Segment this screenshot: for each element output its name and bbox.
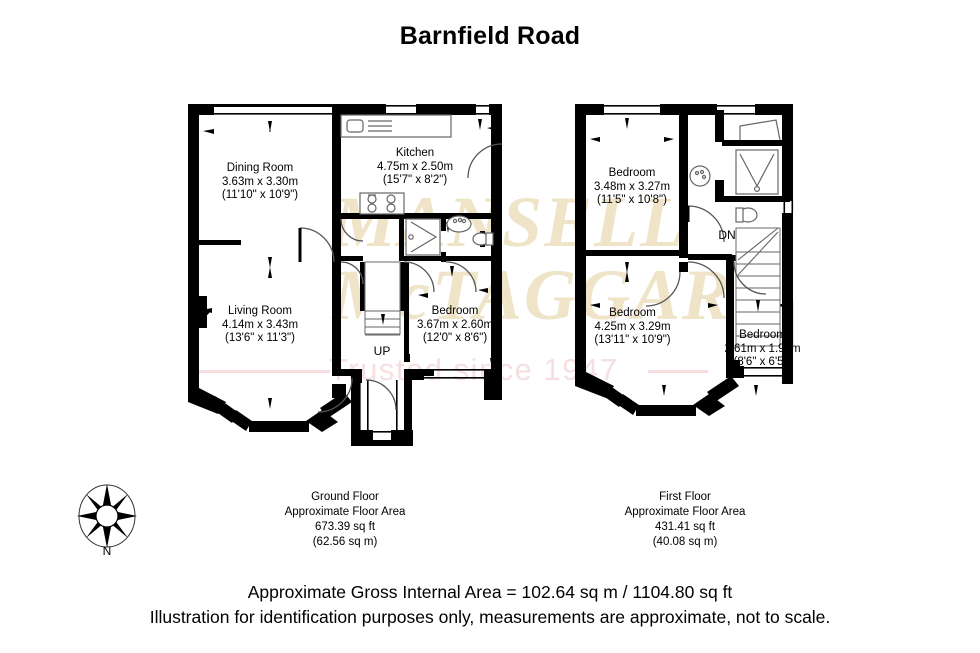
room-metric: 3.48m x 3.27m: [593, 180, 671, 193]
first-floor-area-caption: Approximate Floor Area: [624, 506, 746, 518]
room-imperial: (11'10" x 10'9"): [221, 189, 299, 201]
ground-floor-geometry: [188, 104, 503, 446]
room-metric: 2.61m x 1.96m: [724, 342, 801, 355]
room-imperial: (8'6" x 6'5"): [733, 356, 792, 368]
compass-north-label: N: [102, 544, 112, 558]
ground-floor-area-caption: Approximate Floor Area: [284, 506, 406, 518]
room-metric: 3.63m x 3.30m: [221, 175, 299, 188]
room-label-bedroom-3: Bedroom 2.61m x 1.96m (8'6" x 6'5"): [695, 329, 830, 370]
room-metric: 4.25m x 3.29m: [594, 320, 671, 333]
first-floor-summary: First Floor Approximate Floor Area 431.4…: [585, 490, 785, 550]
room-imperial: (13'11" x 10'9"): [594, 334, 671, 346]
room-name: Bedroom: [431, 305, 479, 317]
room-label-kitchen: Kitchen 4.75m x 2.50m (15'7" x 8'2"): [330, 147, 500, 188]
first-floor-name: First Floor: [659, 491, 711, 503]
ground-floor-plan: Dining Room 3.63m x 3.30m (11'10" x 10'9…: [0, 0, 560, 470]
room-name: Bedroom: [608, 167, 656, 179]
room-name: Dining Room: [226, 162, 294, 174]
ground-floor-name: Ground Floor: [311, 491, 379, 503]
room-imperial: (12'0" x 8'6"): [422, 332, 488, 344]
ground-floor-summary: Ground Floor Approximate Floor Area 673.…: [245, 490, 445, 550]
room-metric: 4.14m x 3.43m: [221, 318, 299, 331]
room-imperial: (13'6" x 11'3"): [225, 332, 295, 344]
ground-floor-area-sqm: (62.56 sq m): [312, 536, 378, 548]
room-imperial: (11'5" x 10'8"): [597, 194, 667, 206]
first-floor-area-sqm: (40.08 sq m): [652, 536, 718, 548]
room-label-living-room: Living Room 4.14m x 3.43m (13'6" x 11'3"…: [175, 305, 345, 346]
room-name: Living Room: [228, 305, 292, 317]
room-metric: 4.75m x 2.50m: [376, 160, 454, 173]
ground-floor-area-sqft: 673.39 sq ft: [314, 521, 376, 533]
first-floor-geometry: [575, 104, 794, 416]
first-floor-plan: Bedroom 3.48m x 3.27m (11'5" x 10'8") Be…: [540, 0, 980, 470]
stair-direction-label-up: UP: [373, 344, 391, 358]
stair-direction-label-dn: DN: [718, 228, 736, 242]
room-label-bedroom-2: Bedroom 4.25m x 3.29m (13'11" x 10'9"): [560, 307, 705, 348]
room-name: Kitchen: [395, 147, 435, 159]
room-imperial: (15'7" x 8'2"): [382, 174, 448, 186]
room-metric: 3.67m x 2.60m: [416, 318, 494, 331]
room-name: Bedroom: [739, 329, 786, 341]
footer-text: Approximate Gross Internal Area = 102.64…: [0, 580, 980, 630]
room-label-ground-bedroom: Bedroom 3.67m x 2.60m (12'0" x 8'6"): [375, 305, 535, 346]
room-label-dining-room: Dining Room 3.63m x 3.30m (11'10" x 10'9…: [175, 162, 345, 203]
room-name: Bedroom: [609, 307, 656, 319]
compass-rose-icon: [77, 484, 137, 548]
disclaimer: Illustration for identification purposes…: [149, 607, 831, 627]
room-label-bedroom-1: Bedroom 3.48m x 3.27m (11'5" x 10'8"): [562, 167, 702, 208]
gross-internal-area: Approximate Gross Internal Area = 102.64…: [247, 582, 733, 602]
page-title: Barnfield Road: [399, 22, 581, 50]
first-floor-area-sqft: 431.41 sq ft: [654, 521, 716, 533]
